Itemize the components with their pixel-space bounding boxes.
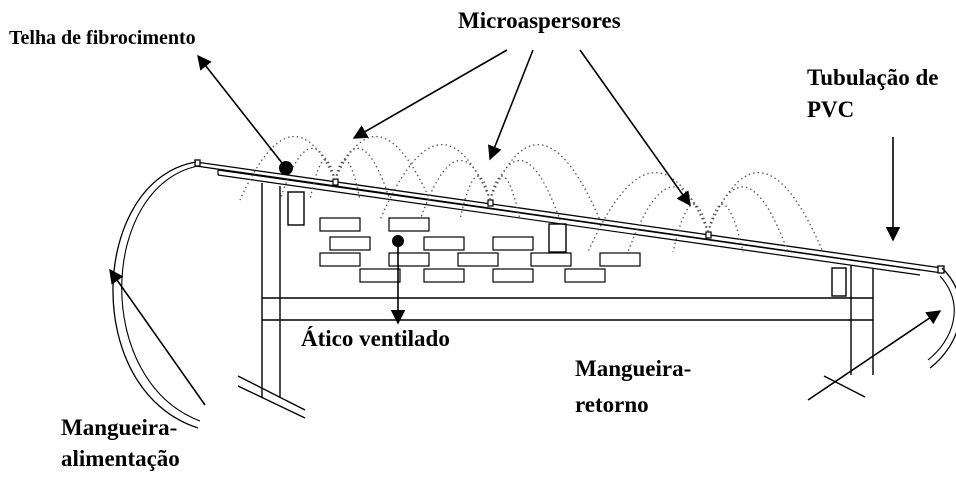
spray-arc [334, 147, 391, 201]
label-mangueira-alimentacao-line-1: Mangueira- [61, 415, 178, 440]
spray-arc [419, 159, 491, 221]
brick [457, 252, 499, 267]
spray-arc [489, 144, 601, 221]
return-hose [929, 267, 956, 369]
spray-arc [334, 136, 431, 201]
arrow-micro-3 [579, 49, 691, 207]
brick [423, 268, 465, 283]
pvc-pipe [217, 169, 921, 271]
spray-arc [489, 159, 561, 221]
brick [530, 252, 572, 267]
label-tubulacao-line-1: Tubulação de [807, 65, 939, 90]
spray-patterns [239, 136, 824, 253]
label-mangueira-alimentacao-line-2: alimentação [61, 446, 180, 471]
arrow-mang-ret [807, 310, 942, 401]
label-arrows [109, 49, 942, 406]
feed-hose [112, 161, 199, 429]
brick [492, 268, 534, 283]
building-structure [237, 183, 874, 419]
spray-arc [627, 186, 709, 253]
label-tubulacao-line-2: PVC [807, 97, 855, 122]
brick [599, 252, 641, 267]
spray-arc [334, 159, 361, 201]
spray-arc [489, 175, 521, 221]
arrow-mang-ali [109, 268, 206, 406]
brick [388, 217, 430, 232]
brick [319, 217, 361, 232]
brick [319, 252, 361, 267]
spray-arc [707, 172, 824, 253]
brick [329, 236, 371, 251]
label-mangueira-retorno-line-1: Mangueira- [575, 356, 692, 381]
label-atico-ventilado: Ático ventilado [301, 326, 450, 351]
spray-arc [587, 172, 709, 253]
brick [423, 236, 465, 251]
label-mangueira-retorno-line-2: retorno [575, 392, 649, 417]
arrow-micro-2 [488, 49, 534, 161]
arrow-telha [197, 54, 287, 169]
spray-arc [672, 203, 709, 253]
brick [492, 236, 534, 251]
label-microaspersores: Microaspersores [458, 8, 621, 33]
brick [564, 268, 606, 283]
spray-arc [309, 159, 336, 201]
arrow-micro-1 [352, 49, 508, 139]
spray-arc [239, 136, 336, 201]
spray-arc [279, 147, 336, 201]
spray-arc [707, 186, 789, 253]
spray-arc [379, 144, 491, 221]
label-telha-de-fibrocimento: Telha de fibrocimento [9, 27, 196, 49]
attic-bricks [319, 217, 641, 283]
brick [359, 268, 401, 283]
spray-arc [707, 203, 744, 253]
brick [388, 252, 430, 267]
